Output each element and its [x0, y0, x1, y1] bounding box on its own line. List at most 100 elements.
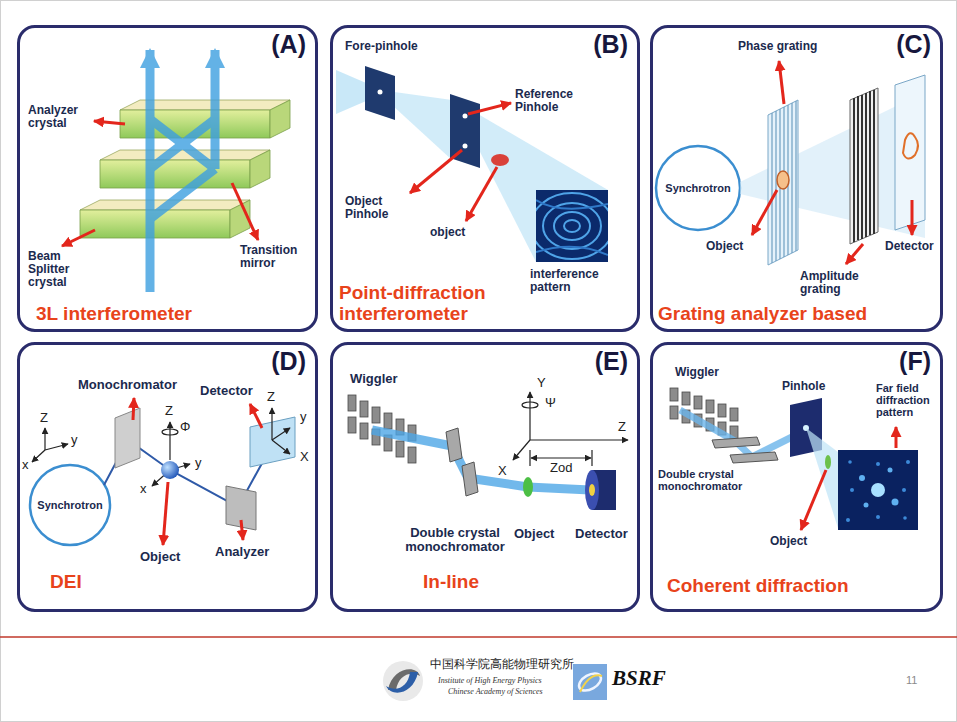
sample-object	[491, 154, 509, 166]
leader-arrow	[801, 470, 826, 530]
x-ray-beam	[150, 119, 215, 169]
x-ray-beam	[372, 430, 590, 490]
x-ray-beam	[211, 50, 220, 169]
wiggler-magnets	[694, 396, 702, 409]
axis-label: Zod	[550, 461, 572, 475]
sample-object	[825, 455, 831, 469]
pinhole-plate	[463, 144, 468, 149]
part-label: Object	[140, 550, 180, 564]
detector-cylinder	[585, 470, 599, 510]
panel-letter: (D)	[271, 348, 306, 376]
part-label: Double crystal monochromator	[658, 468, 754, 492]
leader-arrow	[62, 121, 258, 246]
axis-label: x	[140, 482, 147, 496]
axis-triad	[32, 450, 45, 462]
part-label: Reference Pinhole	[515, 88, 591, 114]
detector-cylinder	[589, 484, 595, 496]
leader-arrow	[62, 230, 95, 246]
technique-name: DEI	[50, 572, 82, 593]
part-label: Far field diffraction pattern	[876, 382, 938, 418]
part-label: Pinhole	[782, 380, 825, 393]
x-ray-beam	[478, 114, 608, 262]
axis-label: X	[498, 464, 507, 478]
amplitude-grating	[854, 90, 874, 242]
interference-image	[536, 247, 608, 255]
part-label: Analyzer crystal	[28, 104, 90, 130]
source-label: Synchrotron	[37, 499, 102, 511]
diffraction-image	[859, 475, 865, 481]
phase-grating	[771, 113, 772, 263]
monochromator-crystal	[712, 437, 778, 463]
synchrotron-ring	[30, 465, 110, 545]
diffraction-image	[892, 499, 899, 506]
axis-triad	[272, 440, 290, 454]
axis-label: y	[71, 433, 78, 447]
part-label: Monochromator	[78, 378, 177, 392]
wiggler-magnets	[360, 401, 368, 417]
wiggler-magnets	[730, 408, 738, 421]
leader-arrow	[410, 103, 511, 221]
leader-arrow	[163, 482, 168, 545]
diffraction-image	[902, 488, 906, 492]
diffraction-image	[876, 515, 880, 519]
diffraction-image	[876, 462, 880, 466]
amplitude-grating	[869, 91, 871, 235]
monochromator-crystal	[446, 428, 478, 496]
diffraction-image	[846, 518, 850, 522]
amplitude-grating	[850, 88, 878, 244]
interference-image	[543, 203, 601, 249]
axis-triad	[513, 440, 530, 460]
axis-triad	[152, 408, 290, 486]
panel-letter: (A)	[271, 31, 306, 59]
diffraction-image	[846, 460, 910, 522]
part-label: interference pattern	[530, 268, 618, 294]
axis-label: Z	[40, 411, 48, 425]
part-label: Amplitude grating	[800, 270, 872, 296]
detector-plate	[903, 133, 918, 158]
facility-logo	[573, 664, 607, 700]
leader-arrow	[468, 103, 511, 114]
technique-name: 3L interferometer	[36, 304, 192, 325]
axis-label: x	[22, 458, 29, 472]
amplitude-grating	[853, 98, 855, 242]
monochromator-crystal	[462, 462, 478, 496]
part-label: Object Pinhole	[345, 195, 405, 221]
phase-grating	[768, 100, 798, 265]
facility-logo	[576, 670, 604, 694]
axis-triad	[529, 392, 530, 440]
panel-letter: (F)	[899, 348, 931, 376]
diffraction-image	[864, 503, 869, 508]
leader-arrow	[801, 427, 896, 530]
monochromator-crystal	[115, 408, 140, 468]
monochromator-crystal	[712, 437, 760, 448]
wiggler-magnets	[360, 423, 368, 439]
technique-name: Point-diffraction interferometer	[339, 283, 529, 325]
wiggler-magnets	[348, 417, 356, 433]
monochromator-crystal	[730, 452, 778, 463]
leader-arrow	[752, 190, 777, 235]
leader-arrow	[779, 61, 784, 104]
technique-name: Coherent diffraction	[667, 576, 849, 597]
diffraction-image	[888, 468, 893, 473]
axis-label: Z	[267, 390, 275, 404]
institute-name: Institute of High Energy Physics	[438, 677, 542, 686]
interference-image	[536, 200, 608, 209]
technique-name: Grating analyzer based	[658, 304, 867, 325]
interference-image	[554, 212, 590, 240]
wiggler-magnets	[670, 406, 678, 419]
phase-grating	[775, 111, 776, 261]
phase-grating	[768, 100, 798, 265]
leader-arrow	[466, 167, 497, 221]
leader-arrow	[846, 244, 863, 264]
monochromator-crystal	[446, 428, 462, 462]
axis-label: Y	[537, 376, 546, 390]
wiggler-magnets	[670, 388, 678, 401]
technique-panel: (B)Point-diffraction interferometer	[330, 25, 640, 332]
axis-triad	[45, 444, 68, 450]
leader-arrow	[752, 61, 912, 264]
axis-triad	[530, 439, 628, 440]
leader-arrow	[241, 520, 243, 540]
distance-dimension	[591, 450, 592, 466]
axis-triad	[271, 408, 272, 440]
